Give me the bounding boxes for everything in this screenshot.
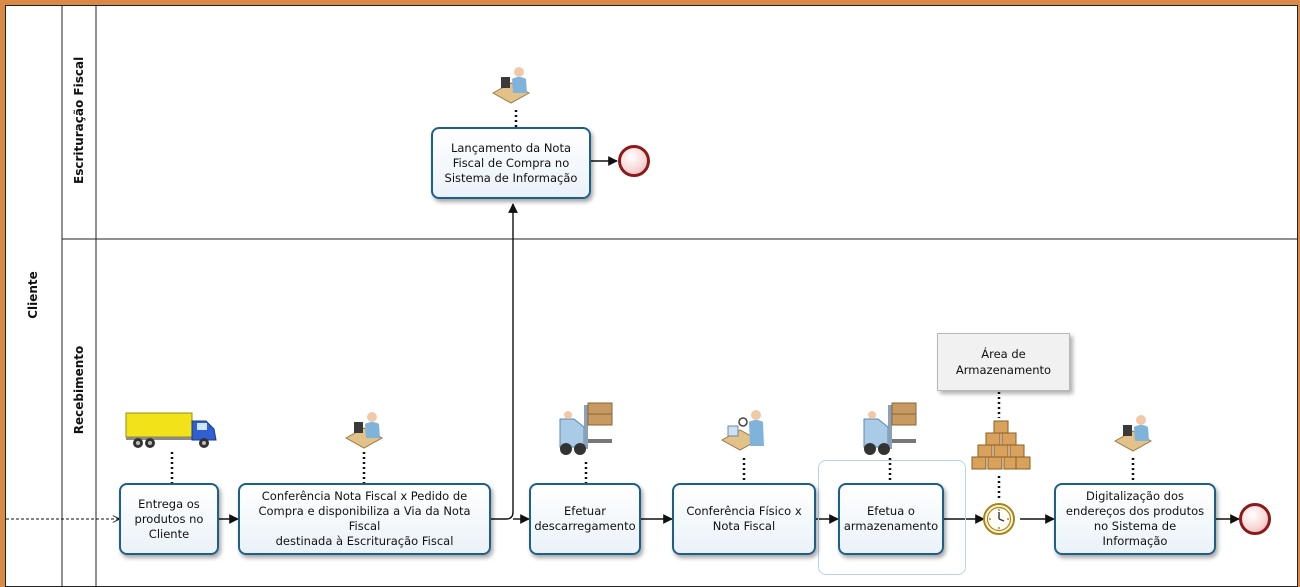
task-text-line: Compra e disponibiliza a Via da Nota Fis…: [258, 504, 471, 533]
selection-highlight: [818, 460, 966, 575]
task-text-line: Lançamento da Nota: [450, 140, 572, 155]
person-at-desk-icon: [491, 67, 531, 104]
bpmn-diagram: Cliente Escrituração Fiscal Recebimento: [5, 5, 1298, 587]
task-text-line: Fiscal de Compra no: [452, 155, 570, 170]
boxes-data-store-icon: [971, 420, 1031, 470]
task-text-line: endereços dos produtos: [1065, 504, 1205, 518]
annotation-text-line: Área de: [981, 347, 1026, 361]
task-text-line: no Sistema de Informação: [1093, 519, 1177, 548]
forklift-icon: [863, 402, 917, 455]
task-text-line: Conferência Nota Fiscal x Pedido de: [261, 489, 468, 503]
forklift-icon: [559, 402, 613, 455]
person-at-desk-icon: [1113, 415, 1153, 452]
task-text-line: Cliente: [148, 526, 190, 541]
person-at-desk-icon: [344, 412, 384, 449]
task-text-line: Efetuar: [564, 504, 606, 518]
end-event-icon[interactable]: [1239, 503, 1271, 535]
task-text-line: destinada à Escrituração Fiscal: [275, 534, 454, 548]
end-event-icon[interactable]: [618, 145, 650, 177]
annotation-area-armazenamento[interactable]: Área de Armazenamento: [937, 333, 1070, 391]
timer-event-icon[interactable]: [982, 502, 1016, 536]
task-text-line: produtos no: [134, 511, 204, 526]
task-text-line: Entrega os: [138, 496, 200, 511]
sequence-flows: [6, 110, 1240, 524]
truck-icon: [125, 412, 217, 448]
task-text-line: Digitalização dos: [1086, 489, 1184, 503]
task-text-line: Sistema de Informação: [444, 170, 578, 185]
task-text-line: Nota Fiscal: [712, 519, 776, 533]
task-text-line: armazenamento: [843, 519, 939, 533]
person-inspecting-icon: [720, 410, 764, 451]
task-text-line: descarregamento: [534, 519, 636, 533]
pool-lane-lines: [61, 6, 1297, 586]
annotation-text-line: Armazenamento: [955, 363, 1052, 377]
task-text-line: Conferência Físico x: [686, 504, 802, 518]
task-text-line: Efetua o: [867, 504, 915, 518]
